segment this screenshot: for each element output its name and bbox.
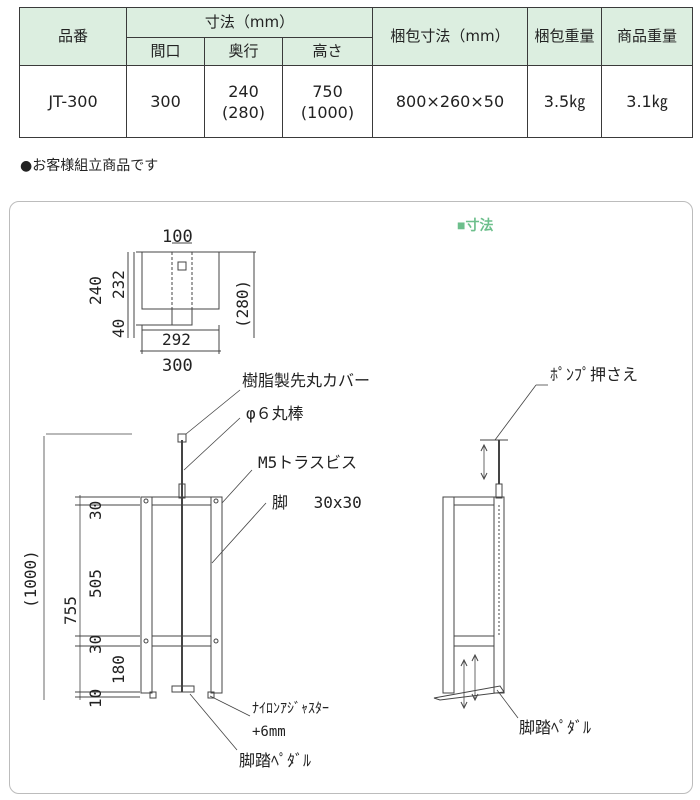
assembly-note: ●お客様組立商品です bbox=[20, 158, 159, 174]
label-screw: M5トラスビス bbox=[258, 453, 357, 472]
label-cap: 樹脂製先丸カバー bbox=[242, 371, 370, 390]
cell-pack-dims: 800×260×50 bbox=[372, 65, 528, 138]
label-pedal-front: 脚踏ﾍﾟﾀﾞﾙ bbox=[239, 751, 311, 770]
label-rod: φ６丸棒 bbox=[246, 404, 304, 423]
cell-height: 750(1000) bbox=[282, 65, 373, 138]
header-height: 高さ bbox=[282, 37, 373, 66]
label-pedal-side: 脚踏ﾍﾟﾀﾞﾙ bbox=[519, 718, 591, 737]
dim-280: (280) bbox=[233, 280, 252, 328]
cell-part: JT-300 bbox=[19, 65, 127, 138]
dim-232: 232 bbox=[109, 270, 128, 299]
dim-40: 40 bbox=[109, 319, 128, 338]
label-leg: 脚 30x30 bbox=[272, 493, 362, 512]
dim-292: 292 bbox=[162, 330, 191, 349]
spec-table: 品番 寸法（mm） 梱包寸法（mm） 梱包重量 商品重量 間口 奥行 高さ JT… bbox=[19, 7, 693, 138]
cell-weight: 3.1㎏ bbox=[601, 65, 693, 138]
label-adjuster: ﾅｲﾛﾝｱｼﾞｬｽﾀｰ bbox=[252, 701, 329, 717]
cell-height-1: 750 bbox=[312, 81, 343, 101]
dim-240: 240 bbox=[86, 276, 105, 305]
dim-1000: (1000) bbox=[21, 550, 40, 608]
dim-755: 755 bbox=[61, 596, 80, 625]
cell-depth: 240(280) bbox=[204, 65, 283, 138]
dim-10: 10 bbox=[86, 689, 105, 708]
cell-depth-2: (280) bbox=[221, 102, 266, 122]
header-width: 間口 bbox=[126, 37, 205, 66]
header-part: 品番 bbox=[19, 7, 127, 66]
top-view-body bbox=[141, 251, 220, 310]
cell-pack-weight: 3.5㎏ bbox=[527, 65, 602, 138]
cell-height-2: (1000) bbox=[300, 102, 355, 122]
label-pump: ﾎﾟﾝﾌﾟ押さえ bbox=[550, 365, 638, 384]
dim-30-mid: 30 bbox=[86, 635, 105, 654]
label-adjuster-2: +6mm bbox=[252, 724, 286, 740]
dim-505: 505 bbox=[86, 569, 105, 598]
header-weight: 商品重量 bbox=[601, 7, 693, 66]
panel-title: ■寸法 bbox=[457, 217, 493, 233]
cell-depth-1: 240 bbox=[228, 81, 259, 101]
dim-300: 300 bbox=[162, 356, 193, 376]
cell-width: 300 bbox=[126, 65, 205, 138]
dim-180: 180 bbox=[109, 655, 128, 684]
dim-30-top: 30 bbox=[86, 501, 105, 520]
dim-100: 100 bbox=[162, 227, 193, 247]
header-depth: 奥行 bbox=[204, 37, 283, 66]
top-view-foot bbox=[171, 308, 193, 326]
